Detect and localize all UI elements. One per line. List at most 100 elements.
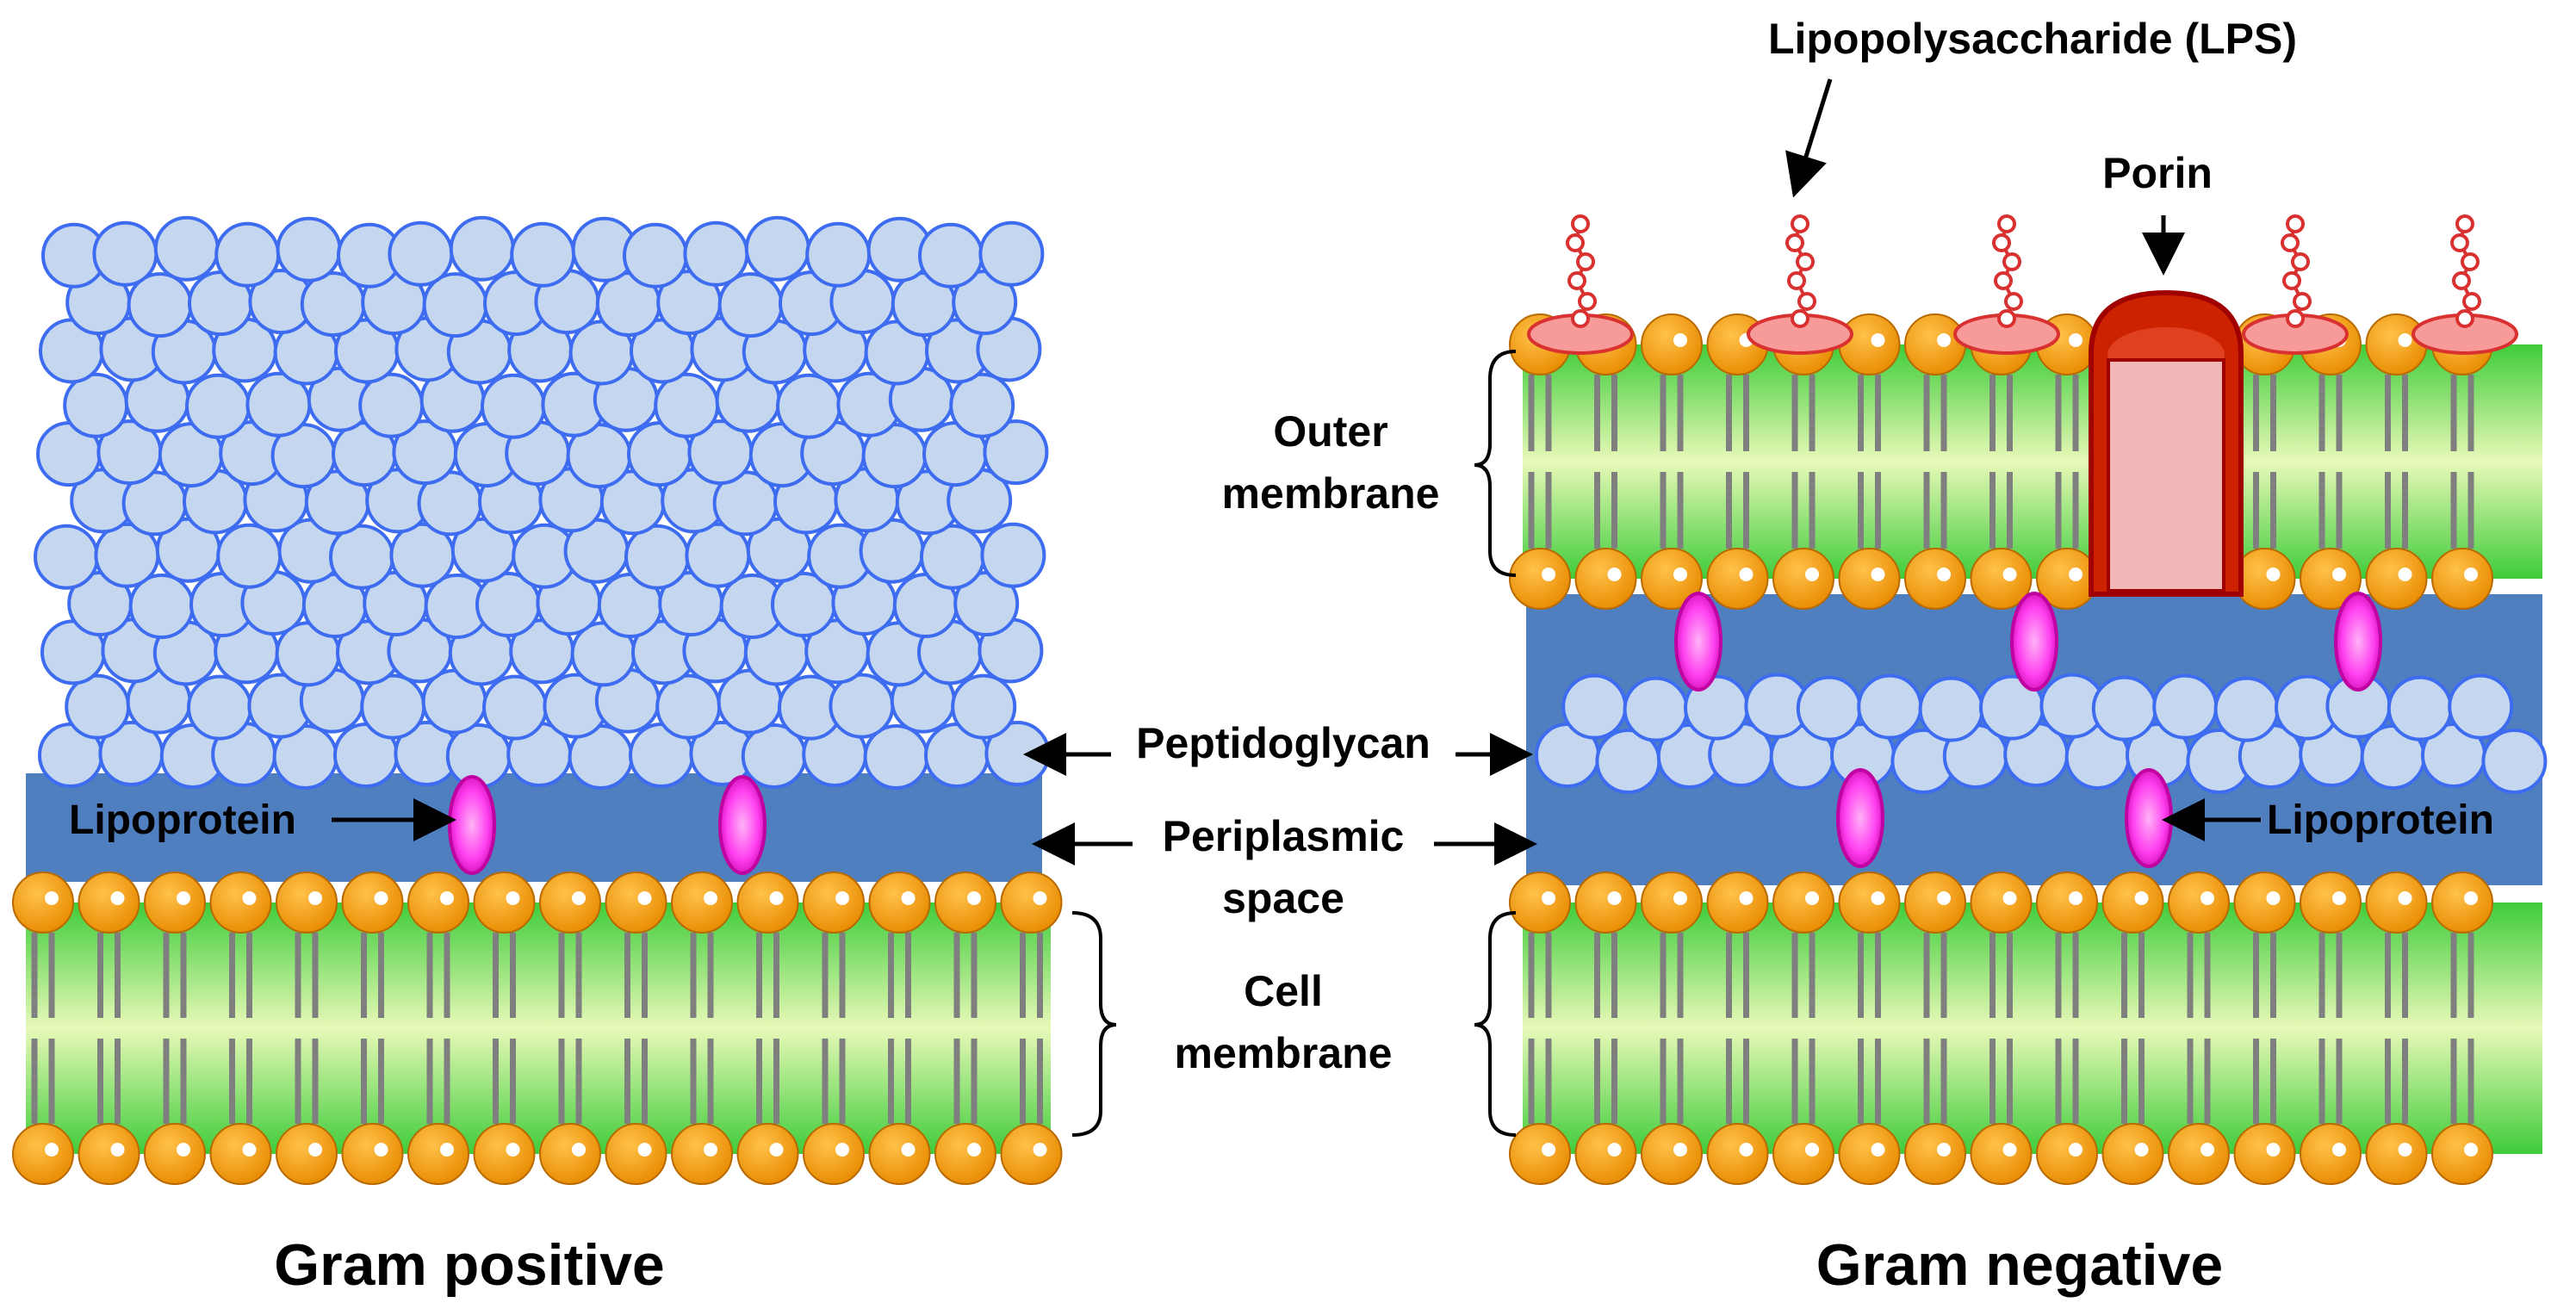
lipid-head-highlight bbox=[967, 891, 981, 905]
lipid-head bbox=[1706, 1123, 1769, 1185]
lipid-head-highlight bbox=[1871, 1143, 1885, 1157]
lipid-head-highlight bbox=[45, 1143, 59, 1157]
lps-label: Lipopolysaccharide (LPS) bbox=[1768, 15, 2297, 63]
lipid-head bbox=[1509, 871, 1571, 934]
lipid-head-highlight bbox=[1871, 333, 1885, 347]
lipid-head bbox=[1838, 548, 1901, 610]
lipid-head-highlight bbox=[242, 891, 257, 905]
membrane-core bbox=[26, 903, 1051, 1154]
lipid-head bbox=[2101, 1123, 2164, 1185]
lps-sugar bbox=[1797, 292, 1816, 311]
gram-positive-wall bbox=[12, 215, 1063, 1185]
lipid-head bbox=[1970, 548, 2033, 610]
lipid-head-highlight bbox=[506, 1143, 520, 1157]
lipid-head-highlight bbox=[1542, 891, 1555, 905]
lps-sugar bbox=[1567, 271, 1586, 290]
lipid-head bbox=[1574, 871, 1637, 934]
lipid-head bbox=[868, 871, 931, 934]
peptidoglycan-unit bbox=[388, 220, 454, 287]
cell-membrane-left bbox=[12, 871, 1063, 1185]
lps-sugar bbox=[1571, 309, 1590, 328]
lipid-head-highlight bbox=[704, 1143, 717, 1157]
lps-sugar bbox=[1994, 271, 2013, 290]
lipid-head-highlight bbox=[901, 1143, 916, 1157]
lipid-head-highlight bbox=[2464, 568, 2478, 581]
peptidoglycan-unit bbox=[978, 220, 1045, 287]
outer-membrane-label-2: membrane bbox=[1222, 469, 1440, 518]
lps-sugar bbox=[2286, 309, 2305, 328]
lipid-head bbox=[605, 871, 667, 934]
lipid-head-highlight bbox=[1033, 891, 1047, 905]
lipid-head bbox=[2431, 871, 2493, 934]
lipid-head-highlight bbox=[2266, 1143, 2281, 1157]
lipid-head-highlight bbox=[2002, 568, 2017, 581]
cell-membrane-brace-left bbox=[1071, 911, 1117, 1137]
lps-sugar bbox=[1791, 214, 1809, 233]
lipid-head-highlight bbox=[110, 1143, 125, 1157]
lipid-head-highlight bbox=[2398, 891, 2412, 905]
lipid-head-highlight bbox=[835, 891, 849, 905]
lipid-head-highlight bbox=[637, 891, 652, 905]
lipid-head-highlight bbox=[769, 891, 784, 905]
lipid-head bbox=[1904, 1123, 1966, 1185]
lipid-head-highlight bbox=[901, 891, 916, 905]
lipid-head bbox=[2300, 871, 2362, 934]
lipid-head bbox=[144, 1123, 206, 1185]
braces bbox=[1071, 350, 1517, 1137]
lipid-head bbox=[78, 1123, 140, 1185]
peptidoglycan-unit bbox=[983, 419, 1049, 486]
lipid-head bbox=[2365, 313, 2428, 375]
lipid-head bbox=[276, 871, 338, 934]
lipid-head-highlight bbox=[1607, 568, 1622, 581]
lipid-head bbox=[1706, 548, 1769, 610]
peptidoglycan-unit bbox=[654, 372, 720, 438]
lps-sugar bbox=[2461, 252, 2480, 271]
lipid-head bbox=[1574, 1123, 1637, 1185]
cell-membrane-label-2: membrane bbox=[1175, 1029, 1393, 1077]
lipid-head bbox=[276, 1123, 338, 1185]
lipid-head-highlight bbox=[1673, 1143, 1687, 1157]
lps-sugar bbox=[2293, 292, 2312, 311]
peptidoglycan-label: Peptidoglycan bbox=[1136, 719, 1431, 767]
lipid-head-highlight bbox=[2332, 1143, 2346, 1157]
lipid-head bbox=[1509, 1123, 1571, 1185]
lipid-head-highlight bbox=[2134, 891, 2149, 905]
lipid-head bbox=[1772, 1123, 1834, 1185]
peptidoglycan-unit bbox=[482, 674, 548, 741]
lipid-head bbox=[671, 1123, 733, 1185]
lps-sugar bbox=[2455, 214, 2474, 233]
lipid-head-highlight bbox=[967, 1143, 981, 1157]
lipid-head-highlight bbox=[177, 891, 190, 905]
arrows bbox=[332, 78, 2261, 865]
lipid-head-highlight bbox=[440, 891, 454, 905]
peptidoglycan-unit bbox=[358, 372, 425, 438]
lps-arrow bbox=[1785, 78, 1833, 198]
lipid-head bbox=[803, 871, 865, 934]
lipid-head bbox=[1641, 313, 1703, 375]
lipid-head bbox=[341, 871, 404, 934]
lipid-head-highlight bbox=[2332, 891, 2346, 905]
lipid-head-highlight bbox=[2069, 333, 2083, 347]
lipid-head-highlight bbox=[2069, 891, 2083, 905]
periplasmic-space-left bbox=[26, 773, 1042, 882]
lipid-head bbox=[2365, 871, 2428, 934]
lipid-head-highlight bbox=[1673, 333, 1687, 347]
peptidoglycan-unit bbox=[829, 673, 895, 739]
lipid-head bbox=[2431, 1123, 2493, 1185]
lipid-head bbox=[2300, 1123, 2362, 1185]
lipid-head-highlight bbox=[704, 891, 717, 905]
lipid-head-highlight bbox=[769, 1143, 784, 1157]
lipid-head-highlight bbox=[2266, 568, 2281, 581]
peptidoglycan-unit bbox=[1857, 673, 1923, 740]
lipid-head-highlight bbox=[1542, 568, 1555, 581]
lipid-head bbox=[1772, 871, 1834, 934]
peptidoglycan-unit bbox=[2448, 673, 2514, 740]
lipoprotein bbox=[1836, 768, 1884, 868]
lipid-head-highlight bbox=[1937, 333, 1951, 347]
lipid-head-highlight bbox=[2069, 1143, 2083, 1157]
lipid-head bbox=[1000, 1123, 1063, 1185]
lipid-head bbox=[605, 1123, 667, 1185]
lipid-head bbox=[2036, 871, 2098, 934]
lipid-head bbox=[209, 1123, 272, 1185]
lps-sugar bbox=[1791, 309, 1809, 328]
